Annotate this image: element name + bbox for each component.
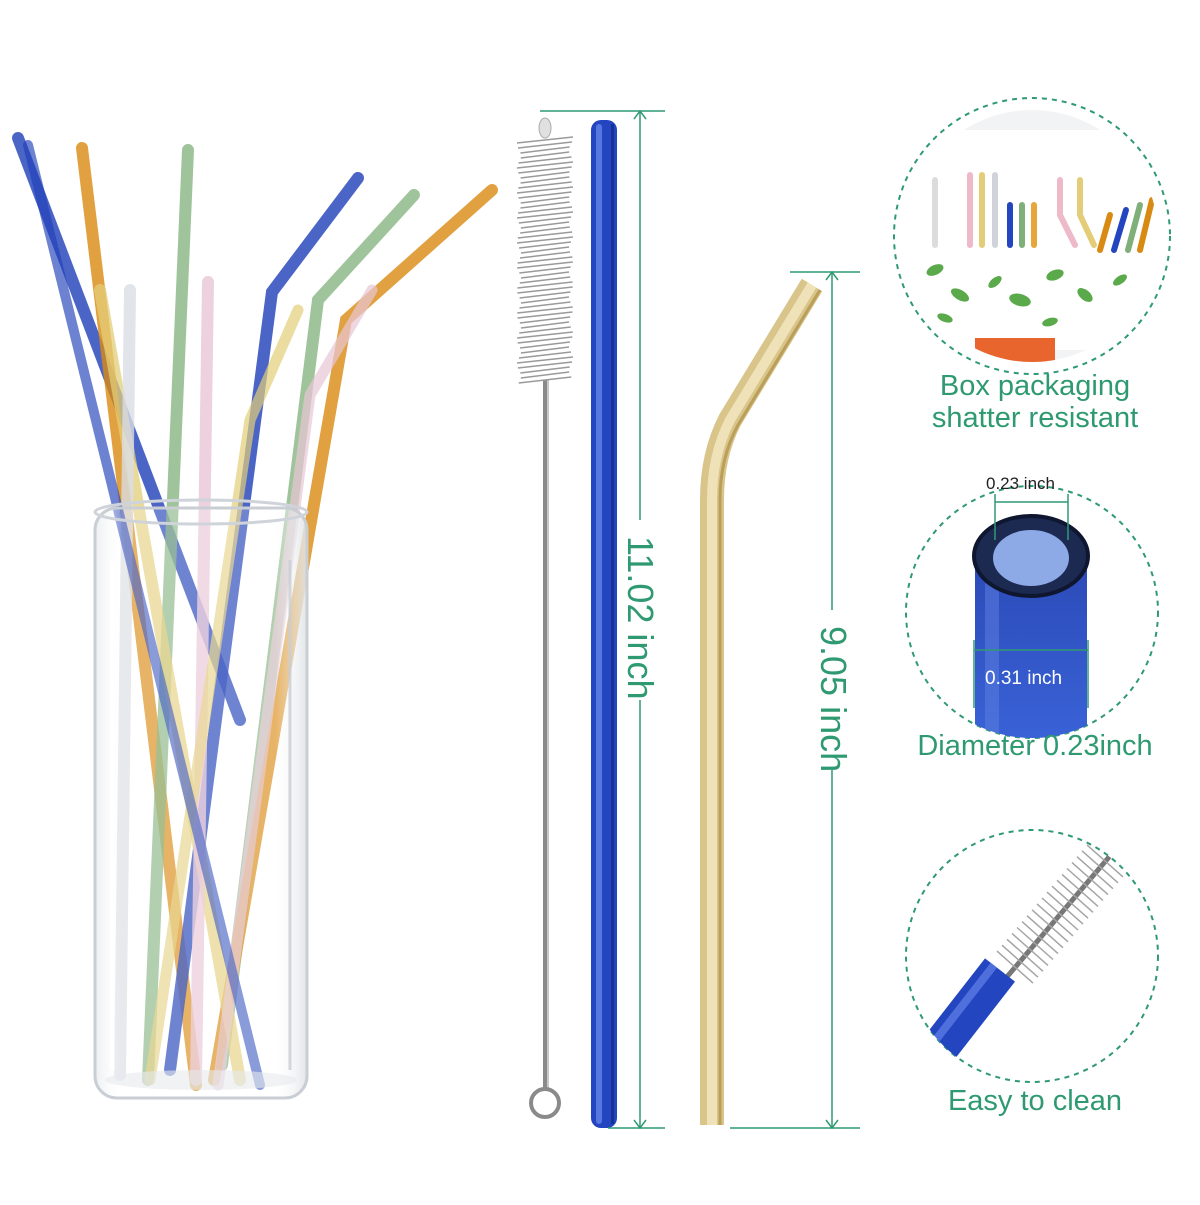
dimension-line-bent — [730, 270, 860, 1130]
feature-caption-clean: Easy to clean — [895, 1085, 1175, 1117]
brush-bristle — [996, 950, 1034, 984]
brush-bristle — [520, 296, 570, 304]
brush-bristle — [517, 331, 573, 339]
brush-bristle — [1001, 944, 1039, 978]
brush-bristle — [1006, 938, 1044, 972]
brush-bristle — [518, 191, 572, 199]
brush-bristle — [519, 341, 571, 349]
bent-straw-length-label: 9.05 inch — [813, 626, 854, 773]
brush-bristle — [518, 156, 572, 164]
straight-straw-blue — [591, 120, 617, 1128]
brush-bristle — [1056, 879, 1094, 913]
brush-bristle — [516, 136, 574, 144]
brush-bristle — [517, 231, 573, 239]
brush-bristle — [520, 221, 570, 229]
brush-bristle — [517, 141, 573, 149]
brush-bristle — [520, 366, 570, 374]
glass-jar — [93, 498, 309, 1100]
brush-bristle — [519, 251, 571, 259]
brush-bristle — [520, 271, 570, 279]
brush-bristle — [520, 226, 570, 234]
caption-line-2: shatter resistant — [931, 402, 1139, 434]
brush-bristle — [518, 216, 572, 224]
brush-bristle — [1046, 891, 1084, 925]
brush-bristle — [517, 356, 573, 364]
brush-bristle — [1086, 844, 1124, 878]
brush-bristle — [1026, 915, 1064, 949]
brush-bristle — [1066, 867, 1104, 902]
brush-bristle — [1061, 873, 1099, 907]
brush-bristle — [1021, 921, 1059, 955]
brush-bristle — [517, 281, 573, 289]
brush-bristle — [517, 361, 573, 369]
inner-diameter-label: 0.23 inch — [986, 474, 1055, 493]
brush-bristle — [519, 326, 571, 334]
dimension-line-long — [540, 109, 665, 1130]
brush-bristle — [520, 321, 570, 329]
brush-bristle — [518, 181, 572, 189]
brush-bristle — [520, 196, 570, 204]
brush-bristle — [520, 176, 570, 184]
brush-bristle — [518, 351, 572, 359]
brush-bristle — [516, 186, 574, 194]
outer-diameter-label: 0.31 inch — [985, 668, 1063, 689]
brush-bristle — [1011, 932, 1049, 966]
brush-bristle — [1016, 926, 1054, 961]
brush-bristle — [516, 161, 574, 169]
brush-bristle — [519, 316, 571, 324]
brush-bristle — [518, 376, 572, 384]
brush-bristle — [1051, 885, 1089, 919]
brush-bristle — [517, 306, 573, 314]
brush-bristle — [519, 301, 571, 309]
brush-bristle — [1076, 856, 1114, 890]
brush-bristle — [517, 261, 573, 269]
cleaning-brush — [516, 117, 574, 1119]
brush-bristle — [519, 291, 571, 299]
brush-bristle — [518, 166, 572, 174]
brush-bristle — [516, 211, 574, 219]
brush-bristle — [517, 256, 573, 264]
brush-bristle — [1031, 909, 1069, 943]
brush-bristle — [1036, 903, 1074, 937]
feature-circle-box — [893, 97, 1171, 375]
brush-bristle — [517, 236, 573, 244]
feature-caption-box: Box packaging shatter resistant — [895, 370, 1175, 434]
brush-bristle — [1041, 897, 1079, 931]
brush-bristle — [519, 276, 571, 284]
brush-bristle — [520, 371, 570, 379]
brush-bristle — [520, 151, 570, 159]
brush-bristle — [520, 146, 570, 154]
long-straw-length-label: 11.02 inch — [620, 536, 661, 700]
feature-circle-clean — [905, 829, 1159, 1083]
caption-line-1: Diameter 0.23inch — [917, 730, 1153, 762]
feature-circle-diameter — [905, 485, 1159, 739]
caption-line-1: Easy to clean — [947, 1085, 1123, 1117]
brush-bristle — [520, 246, 570, 254]
brush-bristle — [517, 336, 573, 344]
caption-line-1: Box packaging — [939, 370, 1131, 402]
brush-bristle — [517, 206, 573, 214]
bent-straw-yellow — [700, 278, 823, 1125]
brush-bristle — [519, 266, 571, 274]
brush-bristle — [1081, 850, 1119, 884]
brush-bristle — [1071, 862, 1109, 896]
brush-bristle — [517, 311, 573, 319]
brush-bristle — [519, 241, 571, 249]
brush-bristle — [520, 201, 570, 209]
brush-bristle — [520, 171, 570, 179]
brush-bristle — [520, 346, 570, 354]
feature-caption-diameter: Diameter 0.23inch — [880, 730, 1190, 762]
brush-bristle — [517, 286, 573, 294]
